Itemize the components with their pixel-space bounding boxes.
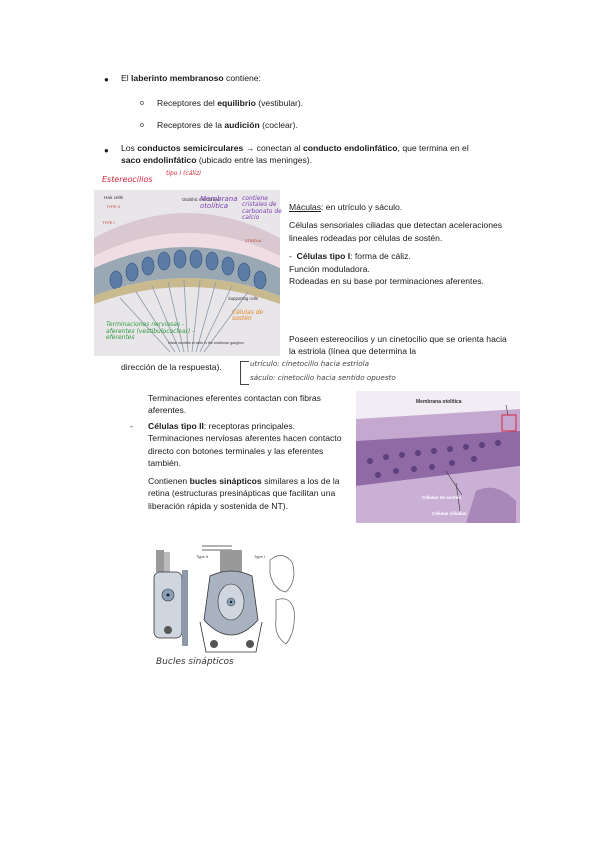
hand-bracket [240,361,249,385]
maculas-tipo1: - Células tipo I: forma de cáliz. [289,251,411,262]
hand-estereocilios: Estereocilios [102,175,153,184]
hair-cell-types-diagram: Type II Type I Bucles sinápticos [150,540,310,675]
bullet-laberinto: El laberinto membranoso contiene: [121,73,261,83]
tipo2-t3: Contienen bucles sinápticos similares a … [148,475,340,511]
maculas-l1: Función moduladora. [289,263,370,274]
histo-ciliadas: Células ciliadas [432,511,467,516]
label-type1: TYPE I [102,220,115,225]
hand-utriculo: utrículo: cinetocilio hacia estriola [250,359,370,368]
hand-terminaciones: Terminaciones nerviosas - aferentes (ves… [106,321,195,342]
label-type1-small: Type I [254,554,265,559]
hand-celulas-sosten: Células de sostén [232,309,264,323]
bullet-dot: ● [104,146,109,155]
macula-diagram: Hair cells TYPE II TYPE I Otolithic memb… [80,168,286,358]
histo-membrana: Membrana otolítica [416,399,462,405]
label-type2-small: Type II [196,554,208,559]
hand-bucles: Bucles sinápticos [156,657,234,667]
hand-otoconia: Membrana otolítica [200,195,238,210]
dash: - [130,421,133,431]
sub-bullet-audicion: Receptores de la audición (coclear). [157,120,298,130]
histo-sosten: Células de sostén [422,495,461,500]
bullet-dot: ● [104,75,109,84]
sub-bullet: o [140,122,144,129]
label-striola: STRIOLA [245,239,262,243]
hand-tipo: tipo I (cáliz) [166,170,202,177]
maculas-section: Máculas: en utrículo y sáculo. Células s… [289,201,511,288]
maculas-l4: dirección de la respuesta). [121,362,222,372]
tipo2-t2: Terminaciones nerviosas aferentes hacen … [148,433,342,469]
tipo2-block: Células tipo II: receptoras principales.… [148,420,348,512]
macula-diagram-svg: Hair cells TYPE II TYPE I Otolithic memb… [94,190,280,356]
eferentes-text: Terminaciones eferentes contactan con fi… [148,393,321,416]
histology-svg: Membrana otolítica Células de sostén Cél… [356,391,520,523]
hand-saculo: sáculo: cinetocilio hacia sentido opuest… [250,373,396,382]
label-otolithic: Otolithic membrane [182,197,221,202]
maculas-l3: Poseen estereocilios y un cinetocilio qu… [289,334,507,357]
label-distal: Distal neurites of cells in the vestibul… [168,341,244,345]
sub-bullet: o [140,100,144,107]
hand-contiene: contiene cristales de carbonato de calci… [242,195,282,221]
label-supporting: Supporting cells [228,296,258,301]
sub-bullet-equilibrio: Receptores del equilibrio (vestibular). [157,98,304,108]
maculas-title: Máculas [289,202,321,212]
label-hair-cells: Hair cells [104,195,124,200]
maculas-p1: Células sensoriales ciliadas que detecta… [289,220,503,243]
label-type2: TYPE II [106,204,120,209]
hair-cell-types-svg: Type II Type I [153,545,295,653]
histology-image: Membrana otolítica Células de sostén Cél… [356,391,520,523]
bullet-conductos: Los conductos semicirculares → conectan … [121,143,469,166]
maculas-title-line: Máculas: en utrículo y sáculo. [289,202,403,212]
maculas-l2: Rodeadas en su base por terminaciones af… [289,276,484,287]
